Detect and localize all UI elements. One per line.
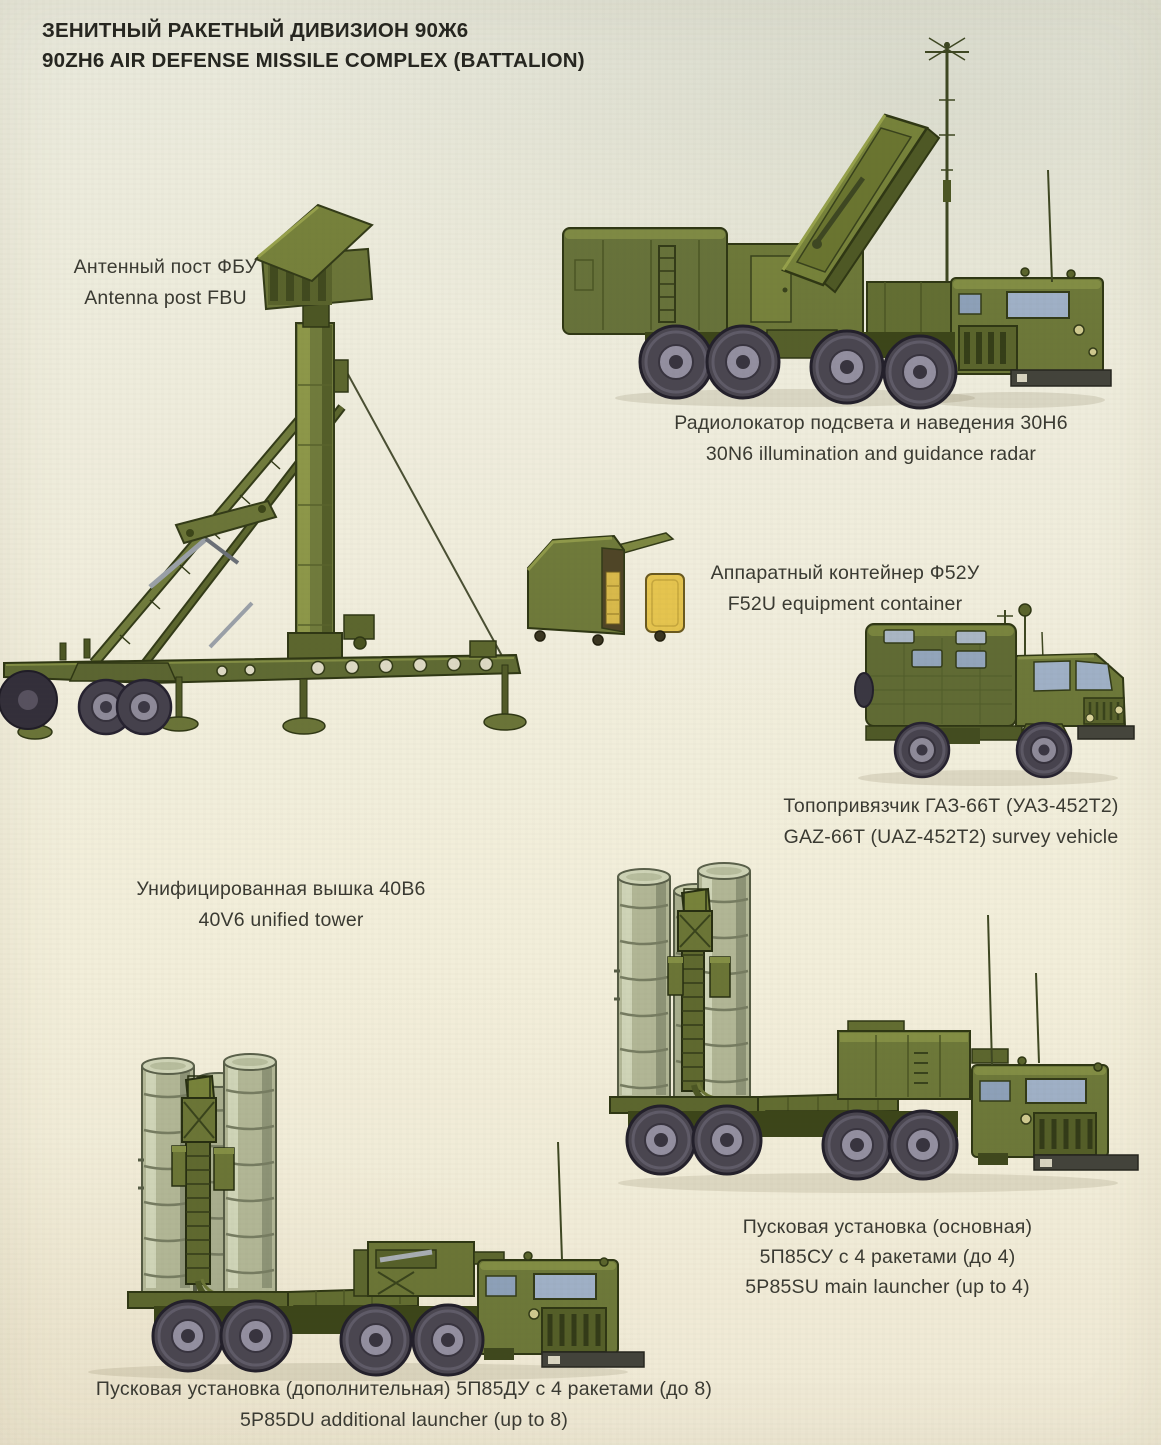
windshield (1025, 1078, 1087, 1104)
caption-tower-40v6: Унифицированная вышка 40В6 40V6 unified … (100, 874, 462, 936)
page-title-en: 90ZH6 AIR DEFENSE MISSILE COMPLEX (BATTA… (42, 49, 585, 72)
caption-container-f52u-ru: Аппаратный контейнер Ф52У (710, 562, 980, 584)
radar-30n6-illustration (562, 37, 1112, 410)
launcher-5p85du-illustration (88, 1053, 645, 1381)
mid-equipment-box (866, 281, 952, 337)
caption-launcher-5p85du-en: 5P85DU additional launcher (up to 8) (239, 1409, 569, 1431)
page-title-ru: ЗЕНИТНЫЙ РАКЕТНЫЙ ДИВИЗИОН 90Ж6 (42, 19, 469, 42)
equipment-container-body (562, 227, 728, 335)
cab (1015, 652, 1135, 741)
caption-radar-30n6-ru: Радиолокатор подсвета и наведения 30Н6 (674, 412, 1068, 434)
caption-antenna-post-en: Antenna post FBU (84, 287, 247, 309)
caption-launcher-5p85su-ru1: Пусковая установка (основная) (742, 1216, 1033, 1238)
caption-launcher-5p85su-ru2: 5П85СУ с 4 ракетами (до 4) (759, 1246, 1016, 1268)
windshield (533, 1273, 597, 1300)
trailer-wheels (0, 670, 173, 736)
windshield (1075, 660, 1113, 691)
headlight (1085, 713, 1095, 723)
side-window (955, 650, 987, 669)
caption-launcher-5p85su-en: 5P85SU main launcher (up to 4) (745, 1276, 1030, 1298)
page-title: ЗЕНИТНЫЙ РАКЕТНЫЙ ДИВИЗИОН 90Ж6 90ZH6 AI… (42, 16, 585, 76)
truck-cab (971, 1056, 1139, 1171)
bumper (1033, 1154, 1139, 1171)
caption-survey-gaz66t-en: GAZ-66T (UAZ-452T2) survey vehicle (783, 826, 1119, 848)
tower-40v6-illustration (0, 203, 527, 740)
shadow (615, 389, 1105, 408)
truck-cab (477, 1251, 645, 1368)
caption-container-f52u: Аппаратный контейнер Ф52У F52U equipment… (700, 558, 990, 620)
erecting-mast (667, 887, 731, 1108)
open-door (645, 573, 685, 633)
equipment-cabin (837, 1020, 1009, 1100)
guy-wire (343, 366, 508, 666)
radar-antenna-panel (781, 113, 941, 294)
telescopic-mast (925, 37, 969, 292)
wheels (638, 324, 958, 410)
launcher-5p85su-illustration (609, 862, 1139, 1193)
caption-antenna-post-ru: Антенный пост ФБУ (73, 256, 258, 278)
tower-struts (89, 359, 349, 670)
container-f52u-illustration (526, 532, 685, 646)
trailer-beam (3, 638, 522, 685)
caption-antenna-post: Антенный пост ФБУ Antenna post FBU (38, 252, 293, 314)
whip-antenna (1047, 169, 1053, 283)
windshield (1006, 291, 1070, 319)
wheels (151, 1299, 485, 1377)
caption-launcher-5p85su: Пусковая установка (основная) 5П85СУ с 4… (700, 1212, 1075, 1302)
caption-tower-40v6-ru: Унифицированная вышка 40В6 (136, 878, 426, 900)
antenna-post-fbu (254, 203, 374, 328)
caption-container-f52u-en: F52U equipment container (727, 593, 963, 615)
wheels (625, 1104, 959, 1181)
caption-radar-30n6: Радиолокатор подсвета и наведения 30Н6 3… (655, 408, 1087, 470)
caption-launcher-5p85du-ru: Пусковая установка (дополнительная) 5П85… (95, 1378, 713, 1400)
equipment-rack (605, 571, 621, 625)
truck-cab (950, 169, 1112, 387)
whip-antenna (557, 1141, 563, 1261)
antennas (987, 914, 1040, 1066)
side-window (911, 649, 943, 668)
outrigger-jacks (17, 664, 527, 740)
bumper (1077, 725, 1135, 740)
van-body (854, 623, 1023, 744)
ladder (659, 257, 675, 311)
windshield (1033, 660, 1071, 692)
open-frame-cabin (353, 1241, 505, 1297)
caption-radar-30n6-en: 30N6 illumination and guidance radar (705, 443, 1037, 465)
survey-vehicle-gaz66t-illustration (854, 603, 1135, 786)
bumper (1010, 369, 1112, 387)
headlight (528, 1308, 540, 1320)
caption-launcher-5p85du: Пусковая установка (дополнительная) 5П85… (58, 1374, 750, 1436)
tower-mast (287, 322, 375, 664)
caption-survey-gaz66t: Топопривязчик ГАЗ-66Т (УАЗ-452Т2) GAZ-66… (745, 791, 1157, 853)
canister (614, 868, 671, 1104)
spare-wheel (854, 672, 874, 708)
wheels (893, 721, 1073, 779)
headlight (1073, 324, 1085, 336)
bumper (541, 1351, 645, 1368)
headlight (1020, 1113, 1032, 1125)
caption-survey-gaz66t-ru: Топопривязчик ГАЗ-66Т (УАЗ-452Т2) (783, 795, 1119, 817)
panel-strut (814, 176, 866, 244)
caption-tower-40v6-en: 40V6 unified tower (198, 909, 364, 931)
